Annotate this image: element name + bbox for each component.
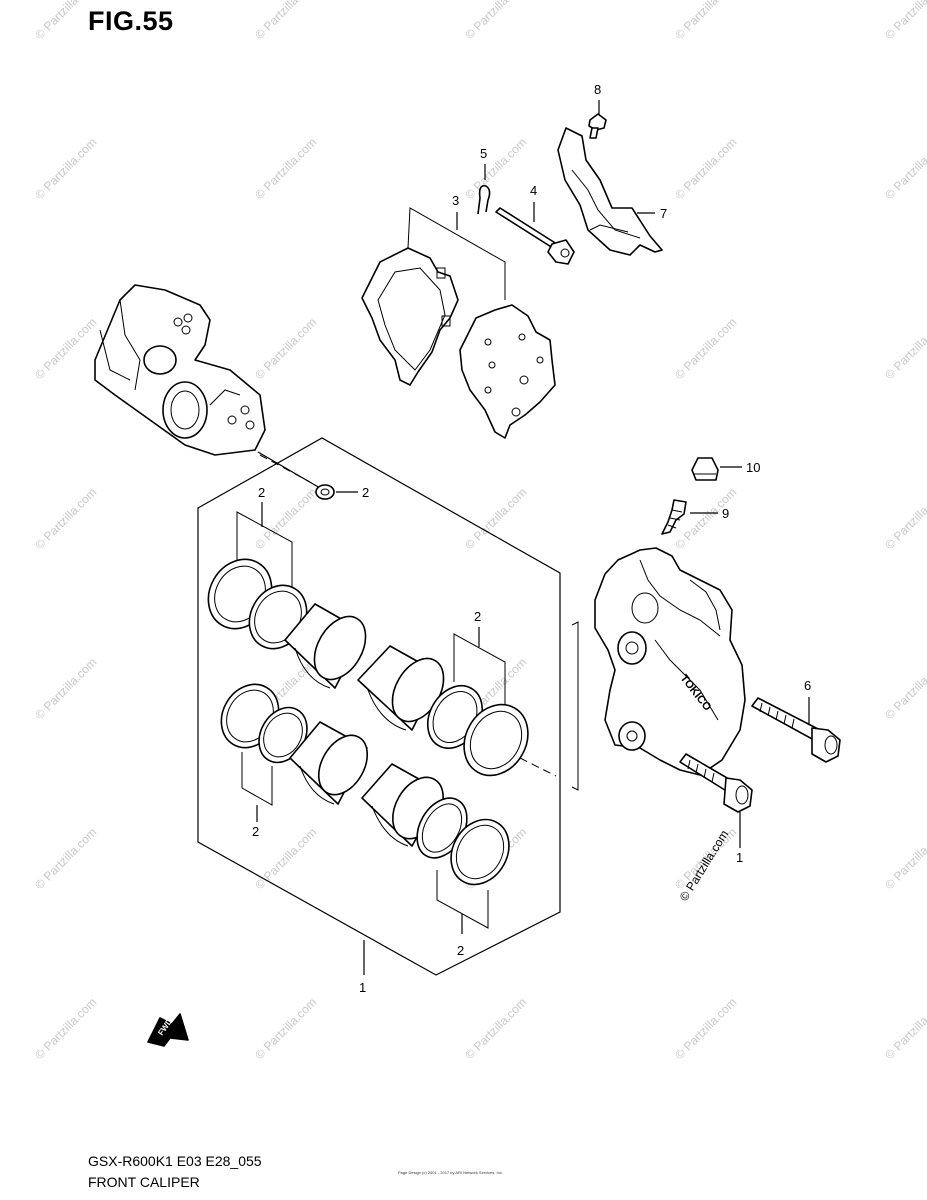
watermark-text: © Partzilla.com [672, 485, 739, 552]
watermark-text: © Partzilla.com [672, 0, 739, 42]
watermark-text: © Partzilla.com [252, 0, 319, 42]
group-bracket [241, 752, 273, 806]
caliper-half-right: TOKICO [594, 547, 746, 776]
piston [289, 721, 369, 805]
watermark-text: © Partzilla.com [32, 995, 99, 1062]
watermark-text: © Partzilla.com [32, 485, 99, 552]
watermark-text: © Partzilla.com [32, 0, 99, 42]
caliper-mounting-bolt [751, 697, 841, 763]
watermark-text: © Partzilla.com [32, 135, 99, 202]
model-code: GSX-R600K1 E03 E28_055 [88, 1153, 262, 1169]
pad-spring-clip [477, 184, 491, 215]
watermark-text: © Partzilla.com [252, 825, 319, 892]
watermark-text: © Partzilla.com [672, 135, 739, 202]
callout-label: 6 [804, 678, 811, 693]
callout-label: 9 [722, 506, 729, 521]
callout-label: 1 [359, 980, 366, 995]
assembly-bracket [571, 621, 579, 791]
brake-pad [361, 247, 459, 386]
watermark-text: © Partzilla.com [462, 485, 529, 552]
forward-direction-arrow-icon: FWD [147, 1013, 189, 1047]
watermark-text: © Partzilla.com [252, 995, 319, 1062]
callout-label: 5 [480, 146, 487, 161]
group-bracket [236, 511, 293, 590]
axis-line [519, 757, 557, 777]
caliper-cover [557, 127, 663, 256]
callout-label: 3 [452, 193, 459, 208]
axis-line [259, 454, 311, 483]
watermark-text: © Partzilla.com [882, 135, 927, 202]
watermark-text: © Partzilla.com [462, 995, 529, 1062]
callout-label: 8 [594, 82, 601, 97]
watermark-text: © Partzilla.com [32, 655, 99, 722]
callout-label: 7 [660, 206, 667, 221]
watermark-text: © Partzilla.com [882, 825, 927, 892]
watermark-text: © Partzilla.com [672, 995, 739, 1062]
bleeder-valve [661, 499, 687, 535]
brake-pad [459, 304, 556, 439]
callout-label: 10 [746, 460, 760, 475]
figure-title: FIG.55 [88, 6, 174, 36]
watermark-text: © Partzilla.com [32, 315, 99, 382]
dust-seal-small [315, 484, 335, 500]
watermark-text: © Partzilla.com [882, 995, 927, 1062]
callout-label: 2 [457, 943, 464, 958]
callout-label: 2 [474, 609, 481, 624]
watermark-text: © Partzilla.com [462, 135, 529, 202]
bleeder-cap [691, 457, 719, 481]
callout-label: 4 [530, 183, 537, 198]
caliper-mounting-bolt [679, 753, 753, 813]
piston-kit-box [197, 437, 561, 976]
copyright-note: Page Design (c) 2001 - 2017 by ARI Netwo… [398, 1170, 503, 1175]
group-bracket [407, 207, 506, 300]
pad-pin [495, 207, 575, 265]
dust-seal [450, 818, 510, 886]
watermark-text: © Partzilla.com [882, 0, 927, 42]
watermark-text: © Partzilla.com [882, 315, 927, 382]
watermark-credit: © Partzilla.com [677, 828, 732, 904]
group-bracket [453, 633, 506, 708]
watermark-text: © Partzilla.com [672, 315, 739, 382]
callout-label: 2 [258, 485, 265, 500]
callout-label: 2 [362, 485, 369, 500]
cover-screw [588, 113, 607, 139]
watermark-text: © Partzilla.com [882, 485, 927, 552]
watermark-text: © Partzilla.com [252, 135, 319, 202]
piston [284, 603, 367, 689]
watermark-text: © Partzilla.com [462, 0, 529, 42]
figure-name: FRONT CALIPER [88, 1174, 200, 1190]
watermark-text: © Partzilla.com [32, 825, 99, 892]
leader-line [257, 451, 321, 489]
dust-seal [463, 703, 529, 777]
callout-label: 2 [252, 824, 259, 839]
watermark-text: © Partzilla.com [882, 655, 927, 722]
watermark-text: © Partzilla.com [252, 315, 319, 382]
caliper-half-left [94, 284, 266, 456]
callout-label: 1 [736, 850, 743, 865]
